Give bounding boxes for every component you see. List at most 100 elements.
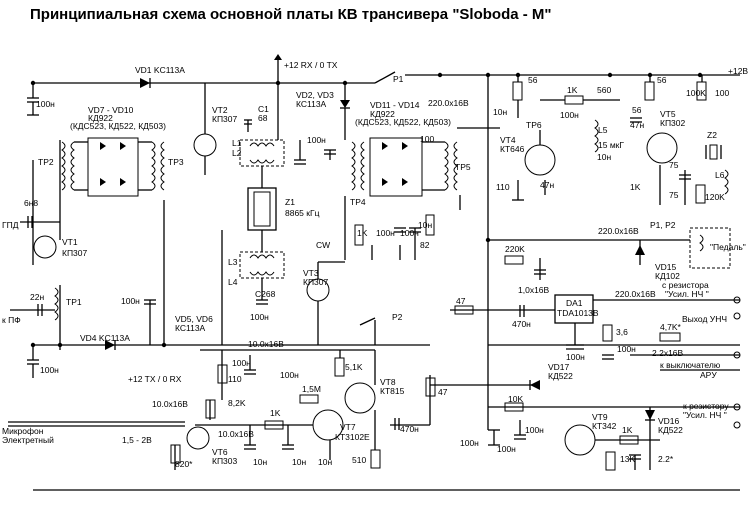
tp2-label: TP2: [38, 157, 54, 167]
vd7-alt-label: (КДС523, КД522, КД503): [70, 121, 166, 131]
r51k-label: 5,1K: [345, 362, 363, 372]
c100n-label-c: 100н: [121, 296, 140, 306]
c100n-label-n: 100н: [497, 444, 516, 454]
vd7-label: VD7 - VD10: [88, 105, 134, 115]
vd11-label: VD11 - VD14: [370, 100, 420, 110]
c47n-label-a: 47н: [630, 120, 644, 130]
r120k-label: 120K: [705, 192, 725, 202]
r110-label: 110: [496, 182, 510, 192]
r220k-label: 220K: [505, 244, 525, 254]
c100n-label-f: 100н: [376, 228, 395, 238]
r56-label-b: 56: [657, 75, 667, 85]
c220-label-a: 220.0x16B: [428, 98, 469, 108]
kpf-label: к ПФ: [2, 315, 21, 325]
vd4-label: VD4 KC113A: [80, 333, 130, 343]
l2-label: L2: [232, 148, 242, 158]
r1k-mixer-label: 1K: [357, 228, 368, 238]
r100-label: 100: [420, 134, 434, 144]
l5-value-label: 15 мкГ: [598, 140, 624, 150]
vd11-type-label: КД922: [370, 109, 395, 119]
r82k-label: 8,2K: [228, 398, 246, 408]
r100-osc-label: 100: [715, 88, 729, 98]
vd2-label: VD2, VD3: [296, 90, 334, 100]
da1-type-label: TDA1013B: [557, 308, 599, 318]
c56-label: 56: [632, 105, 642, 115]
mixer1-diode-ring: [74, 137, 167, 348]
vt2-label: VT2: [212, 105, 228, 115]
rail-12tx-label: +12 TX / 0 RX: [128, 374, 182, 384]
c22-label: 2.2*: [658, 454, 674, 464]
top-rail: [30, 54, 740, 88]
to-aru-label: к выключателю: [660, 360, 721, 370]
cw-label: CW: [316, 240, 330, 250]
bfo-section: [487, 75, 729, 430]
c100n-label-h: 100н: [560, 110, 579, 120]
z1-label: Z1: [285, 197, 295, 207]
r560-label: 560: [597, 85, 611, 95]
rail-12v-label: +12B: [728, 66, 748, 76]
c100n-label-d: 100н: [250, 312, 269, 322]
vd17-type-label: КД522: [548, 371, 573, 381]
da1-section: [450, 227, 741, 371]
c220-label-c: 220.0x16B: [615, 289, 656, 299]
mic-type-label: Электретный: [2, 435, 54, 445]
p1p2-label: P1, P2: [650, 220, 676, 230]
c100n-label: 100н: [36, 99, 55, 109]
vt1-type-label: КП307: [62, 248, 88, 258]
vt5-type-label: КП302: [660, 118, 686, 128]
c100n-label-g: 100н: [400, 228, 419, 238]
vt3-label: VT3: [303, 268, 319, 278]
usil-nch-label: "Усил. НЧ ": [665, 289, 709, 299]
c47n-label-b: 47н: [540, 180, 554, 190]
tp3-label: TP3: [168, 157, 184, 167]
da1-label: DA1: [566, 298, 583, 308]
vd5-label: VD5, VD6: [175, 314, 213, 324]
r82-label: 82: [420, 240, 430, 250]
c220-label-b: 220.0x16B: [598, 226, 639, 236]
vd17-label: VD17: [548, 362, 570, 372]
vt4-label: VT4: [500, 135, 516, 145]
bottom-section: [8, 317, 741, 471]
gpd-label: ГПД: [2, 220, 19, 230]
c470n-label: 470н: [512, 319, 531, 329]
mixer2-section: [324, 83, 500, 260]
l5-label: L5: [598, 125, 608, 135]
l4-label: L4: [228, 277, 238, 287]
usil-nch-label-b: "Усил. НЧ ": [683, 410, 727, 420]
vd2-type-label: КС113А: [296, 99, 327, 109]
l6-label: L6: [715, 170, 725, 180]
c100n-label-j: 100н: [566, 352, 585, 362]
vt2-filter-section: [193, 83, 306, 345]
vt1-label: VT1: [62, 237, 78, 247]
vt5-label: VT5: [660, 109, 676, 119]
vd15-type-label: КД102: [655, 271, 680, 281]
vt3-type-label: КП307: [303, 277, 329, 287]
c10x16-label-c: 10.0x16B: [152, 399, 188, 409]
r1k-osc-label-b: 1K: [630, 182, 641, 192]
c1x16-label: 1,0x16B: [518, 285, 550, 295]
aru-label: APУ: [700, 370, 717, 380]
left-column: [10, 83, 260, 378]
c100n-label-m: 100н: [460, 438, 479, 448]
out-unch-label: Выход УНЧ: [682, 314, 727, 324]
r110-bottom-label: 110: [228, 374, 242, 384]
r13k-label: 13K: [620, 454, 635, 464]
c100n-label-e: 100н: [307, 135, 326, 145]
diagram-title: Принципиальная схема основной платы КВ т…: [30, 6, 552, 23]
c6n8-label: 6н8: [24, 198, 38, 208]
tp6-label: TP6: [526, 120, 542, 130]
c10x16-label-b: 10.0x16B: [248, 339, 284, 349]
z1-freq-label: 8865 кГц: [285, 208, 320, 218]
c10n-mixer-label: 10н: [418, 220, 432, 230]
to-resistor-label-b: к резистору: [683, 401, 729, 411]
vt8-label: VT8: [380, 377, 396, 387]
vd16-type-label: КД522: [658, 425, 683, 435]
c75-label-b: 75: [669, 190, 679, 200]
vt6-label: VT6: [212, 447, 228, 457]
vt7-label: VT7: [340, 422, 356, 432]
vd5-type-label: КС113А: [175, 323, 206, 333]
c10n-bottom-label-b: 10н: [292, 457, 306, 467]
vt3-section: [260, 261, 430, 346]
vt2-type-label: КП307: [212, 114, 238, 124]
vd7-type-label: КД922: [88, 113, 113, 123]
